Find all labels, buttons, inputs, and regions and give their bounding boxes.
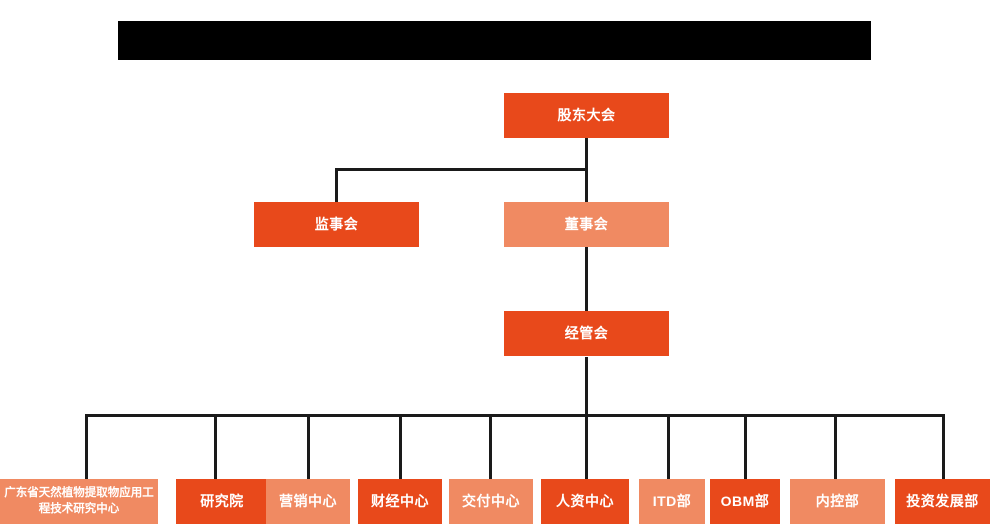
connector-management-down [585,357,588,417]
node-dept-investment-development[interactable]: 投资发展部 [895,479,990,524]
node-board-of-directors[interactable]: 董事会 [504,202,669,247]
redacted-title-bar [118,21,871,60]
node-management-committee[interactable]: 经管会 [504,311,669,356]
node-dept-research-center-guangdong[interactable]: 广东省天然植物提取物应用工程技术研究中心 [0,479,158,524]
connector-drop-dept-10 [942,414,945,479]
node-shareholders-meeting[interactable]: 股东大会 [504,93,669,138]
connector-drop-dept-3 [307,414,310,479]
connector-drop-dept-4 [399,414,402,479]
connector-drop-dept-8 [744,414,747,479]
node-dept-finance-center[interactable]: 财经中心 [358,479,442,524]
connector-drop-dept-1 [85,414,88,479]
connector-level2-bus [335,168,587,171]
connector-drop-dept-2 [214,414,217,479]
connector-drop-dept-5 [489,414,492,479]
connector-directors-to-management [585,246,588,311]
connector-departments-bus [85,414,945,417]
node-dept-itd[interactable]: ITD部 [639,479,705,524]
connector-drop-dept-9 [834,414,837,479]
node-dept-research-institute[interactable]: 研究院 [176,479,268,524]
connector-drop-dept-7 [667,414,670,479]
connector-shareholders-down [585,138,588,171]
connector-drop-dept-6 [585,414,588,479]
node-dept-internal-control[interactable]: 内控部 [790,479,885,524]
node-dept-delivery-center[interactable]: 交付中心 [449,479,533,524]
node-dept-obm[interactable]: OBM部 [710,479,780,524]
node-board-of-supervisors[interactable]: 监事会 [254,202,419,247]
node-dept-hr-center[interactable]: 人资中心 [541,479,629,524]
connector-directors-down [585,168,588,202]
node-dept-marketing-center[interactable]: 营销中心 [266,479,350,524]
connector-supervisors-down [335,168,338,202]
